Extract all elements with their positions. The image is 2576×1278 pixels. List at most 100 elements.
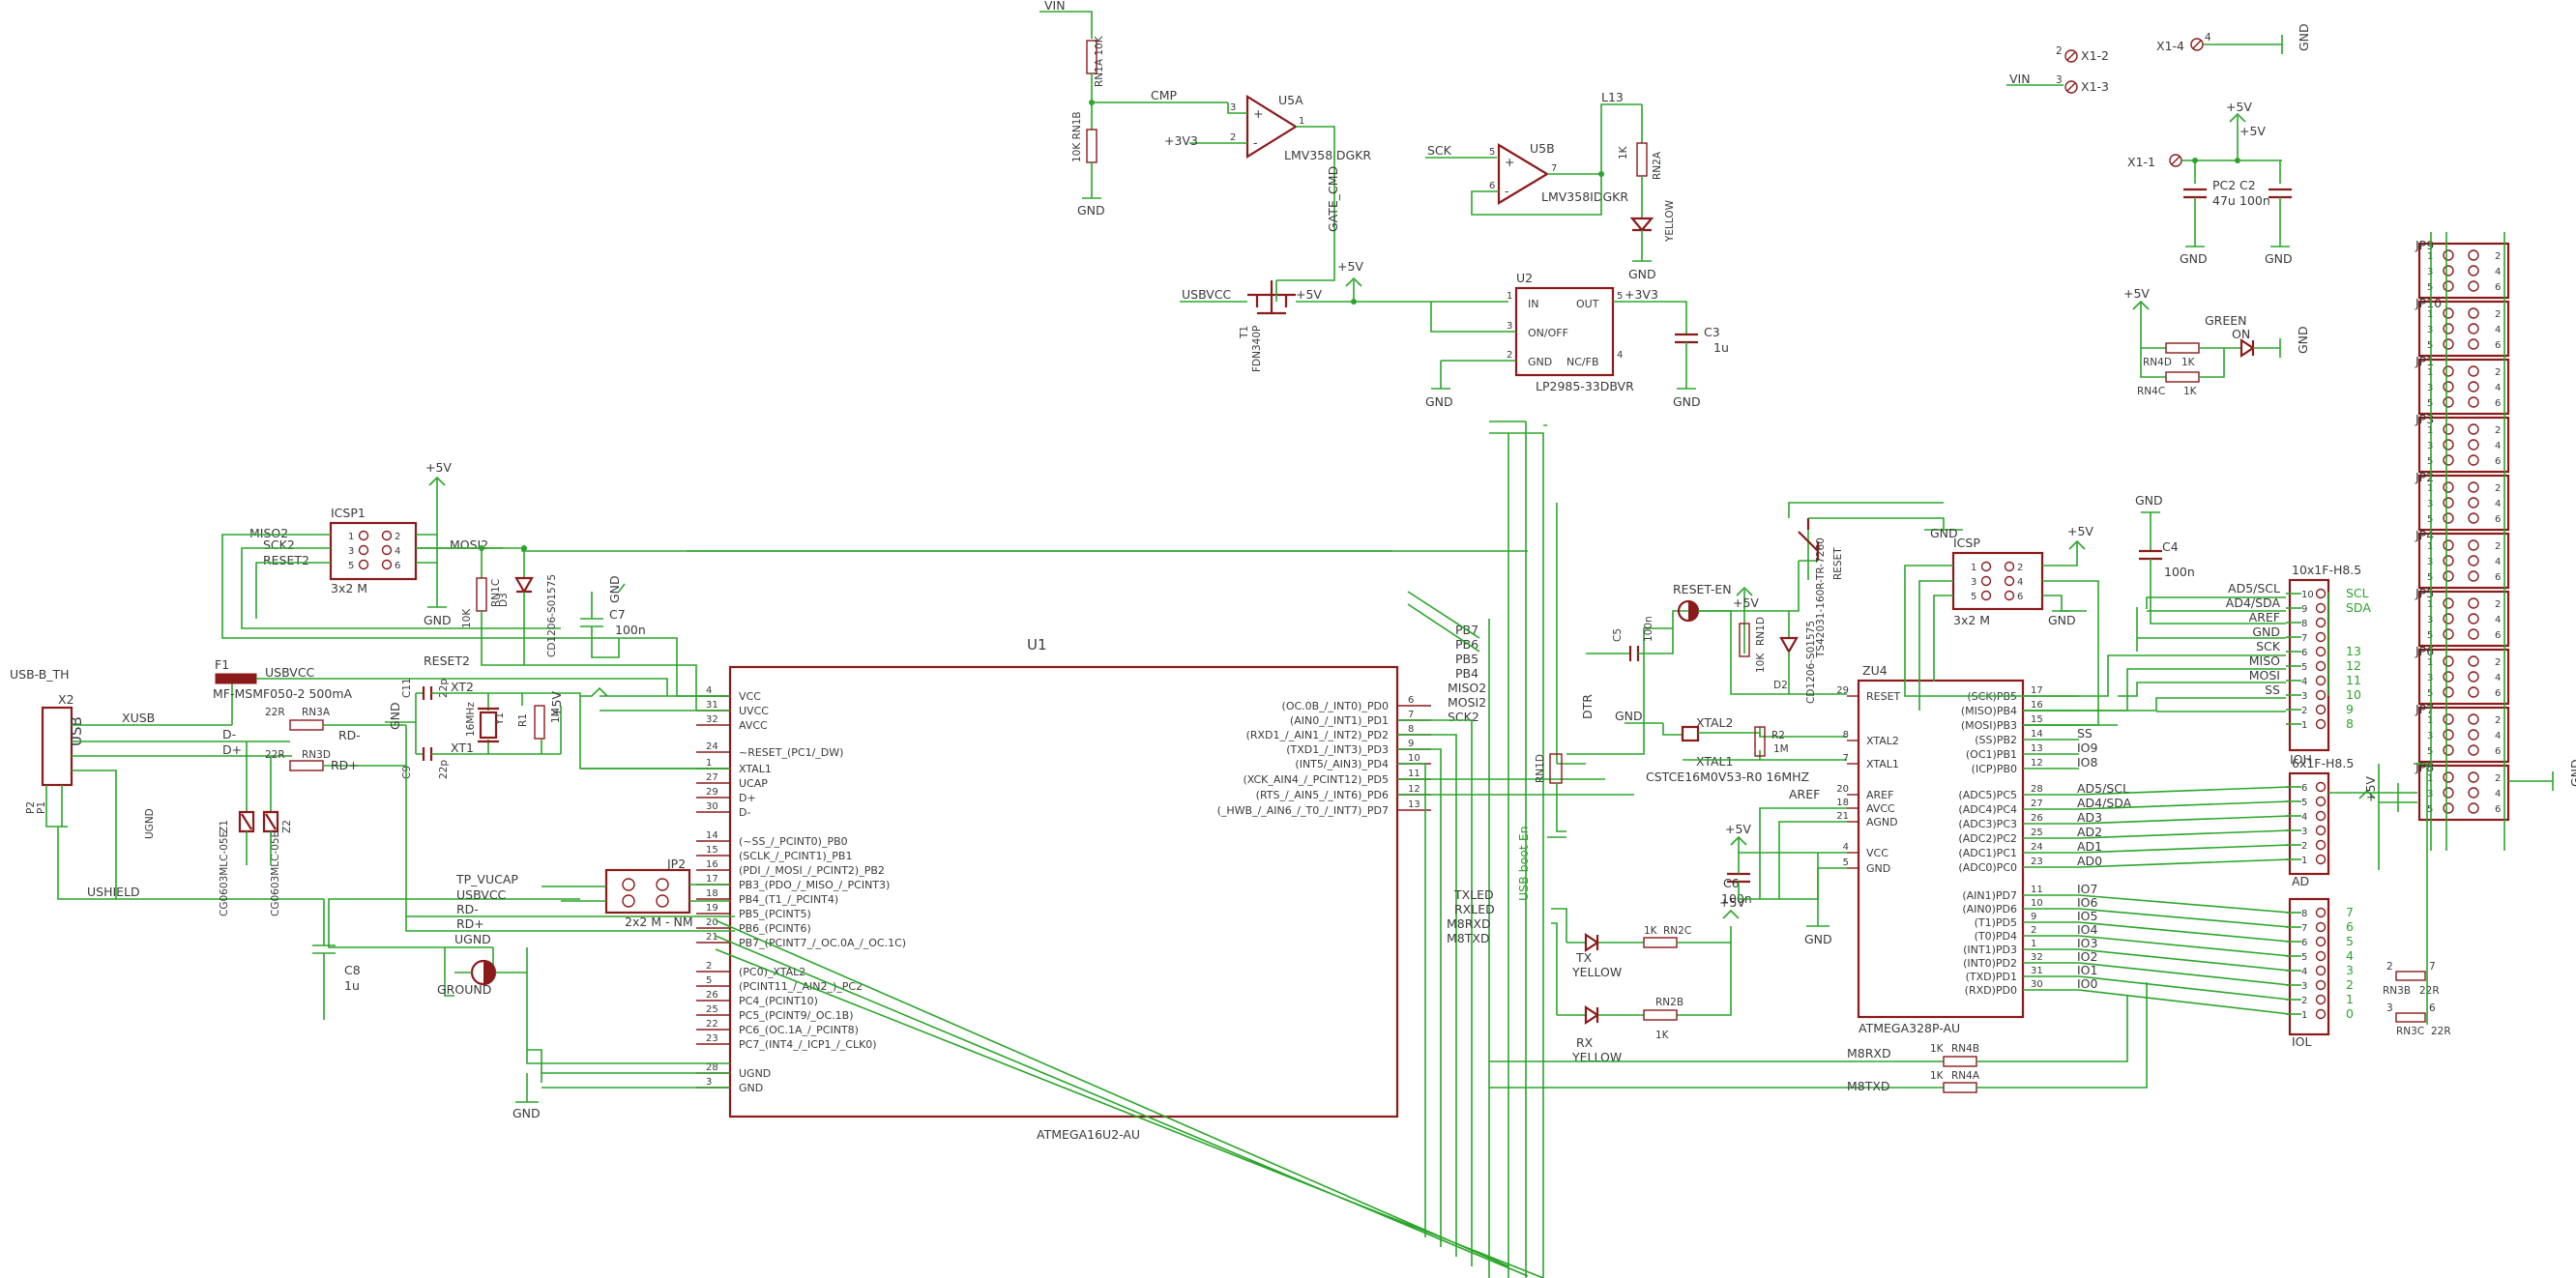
iol-socket-2 (2315, 994, 2327, 1005)
zu4-pd-num-31: 31 (2031, 966, 2043, 976)
y1-crystal (479, 711, 498, 740)
zu4-iol-link-6 (2078, 975, 2291, 1001)
svg-text:XTAL2: XTAL2 (1696, 715, 1733, 730)
jp-5-num-odd-0: 1 (2427, 541, 2433, 552)
zu4-pb-net-12: IO8 (2077, 755, 2098, 770)
zu4-pd-name-30: (RXD)PD0 (1965, 984, 2017, 997)
zu4-pb-num-17: 17 (2031, 685, 2043, 696)
svg-text:+5V: +5V (1725, 822, 1751, 836)
iol-socket-4 (2315, 965, 2327, 976)
jp-6-socket-6 (2468, 628, 2479, 640)
svg-text:2: 2 (1507, 350, 1512, 361)
iol-side-1: 0 (2346, 1006, 2354, 1021)
jp-0-socket-6 (2468, 280, 2479, 292)
svg-text:XT1: XT1 (451, 741, 474, 755)
zu4-iol-link-7 (2078, 989, 2291, 1015)
jp-8-num-even-1: 4 (2495, 731, 2501, 741)
u1-rpin-12-name: (RTS_/_AIN5_/_INT6)_PD6 (1256, 789, 1389, 801)
jp-6-socket-5 (2443, 628, 2454, 640)
c11-cap (422, 686, 433, 700)
jp-6-socket-4 (2468, 613, 2479, 624)
svg-text:C4: C4 (2162, 539, 2179, 554)
zu4-pb-net-14: SS (2077, 726, 2093, 741)
rn2a-resistor (1636, 142, 1648, 177)
l13-net: L13 (1601, 90, 1624, 104)
u5a-minus: - (1253, 135, 1258, 150)
svg-text:100n: 100n (2164, 565, 2195, 579)
svg-text:ICSP1: ICSP1 (331, 506, 366, 520)
vin-label: VIN (1044, 0, 1066, 13)
jp-8-socket-1 (2443, 713, 2454, 725)
svg-text:M8TXD: M8TXD (1447, 931, 1490, 945)
ioh-num-6: 6 (2301, 648, 2307, 658)
ioh-net-3: SS (2265, 683, 2280, 697)
icsp1-pin-5 (358, 559, 369, 570)
jp-4-num-odd-0: 1 (2427, 483, 2433, 494)
zu4-pc-name-25: (ADC2)PC2 (1958, 832, 2017, 845)
svg-text:1K: 1K (1618, 145, 1629, 160)
zu4-pb-num-13: 13 (2031, 743, 2043, 754)
svg-text:22R: 22R (265, 707, 285, 718)
icsp1-num-4: 4 (395, 546, 400, 557)
jp-header-3 (2417, 416, 2510, 474)
rn4d-resistor (2165, 342, 2200, 354)
ioh-socket-6 (2315, 646, 2327, 657)
u1-body (728, 665, 1399, 1118)
rn1b-resistor (1086, 129, 1098, 163)
jp-6-num-odd-1: 3 (2427, 615, 2433, 625)
jp-0-socket-5 (2443, 280, 2454, 292)
pc2-cap (2183, 188, 2207, 199)
jp-3-socket-4 (2468, 439, 2479, 450)
iol-side-5: 4 (2346, 948, 2354, 963)
ioh-num-9: 9 (2301, 604, 2307, 615)
u1-pin-4-num: 4 (706, 685, 712, 696)
zu4-pb-num-15: 15 (2031, 714, 2043, 725)
u1-pin-14-name: (~SS_/_PCINT0)_PB0 (739, 835, 848, 848)
svg-text:Z1: Z1 (219, 820, 230, 833)
jp-8-socket-3 (2443, 729, 2454, 741)
svg-text:USBVCC: USBVCC (456, 887, 507, 902)
zu4-pc-net-25: AD2 (2077, 825, 2102, 839)
c3-cap (1675, 333, 1698, 344)
jp-6-num-odd-0: 1 (2427, 599, 2433, 610)
svg-text:RX: RX (1576, 1035, 1594, 1050)
svg-text:GND: GND (2135, 493, 2163, 508)
jp-2-socket-1 (2443, 365, 2454, 377)
u1-rpin-9-num: 9 (1408, 739, 1414, 749)
usb-section: USB-B_TH X2 USB P1 P2 XUSB UGND USHIELD … (10, 657, 668, 1020)
iol-num-2: 2 (2301, 996, 2307, 1006)
jp-5-num-odd-2: 5 (2427, 572, 2433, 583)
icsp-pin-5 (1980, 590, 1992, 601)
resonator (1681, 725, 1700, 742)
icsp-pin-4 (2004, 575, 2015, 587)
icsp-num-4: 4 (2017, 577, 2023, 588)
svg-text:X1-3: X1-3 (2081, 79, 2109, 94)
jp-2-socket-3 (2443, 381, 2454, 392)
u1-pin-23-name: PC7_(INT4_/_ICP1_/_CLK0) (739, 1038, 877, 1051)
ad-socket-2 (2315, 839, 2327, 851)
jp-8-socket-4 (2468, 729, 2479, 741)
jp-7-socket-5 (2443, 686, 2454, 698)
jp-7-num-odd-0: 1 (2427, 657, 2433, 668)
svg-text:RN4A: RN4A (1951, 1070, 1980, 1082)
svg-text:1u: 1u (344, 978, 360, 993)
svg-text:GND: GND (1628, 267, 1656, 281)
jp-2-socket-4 (2468, 381, 2479, 392)
svg-text:100n: 100n (615, 623, 646, 637)
u1-pin-24-name: ~RESET_(PC1/_DW) (739, 746, 843, 759)
svg-text:100n: 100n (2239, 193, 2270, 208)
iol-side-6: 5 (2346, 934, 2354, 948)
rn1d2-resistor (1739, 623, 1750, 657)
zu4-lpin-21-name: AGND (1866, 816, 1898, 828)
svg-text:C6: C6 (1723, 876, 1740, 890)
icsp1-num-3: 3 (348, 546, 354, 557)
icsp1-num-5: 5 (348, 561, 354, 571)
svg-text:+: + (1505, 155, 1514, 169)
u1-rpin-9-name: (TXD1_/_INT3)_PD3 (1286, 743, 1389, 756)
u1-pin-3-num: 3 (706, 1077, 712, 1088)
svg-text:GND: GND (1528, 356, 1552, 368)
ioh-net-9: AD4/SDA (2226, 595, 2281, 610)
svg-text:+5V: +5V (2067, 524, 2093, 538)
jp-4-socket-5 (2443, 512, 2454, 524)
